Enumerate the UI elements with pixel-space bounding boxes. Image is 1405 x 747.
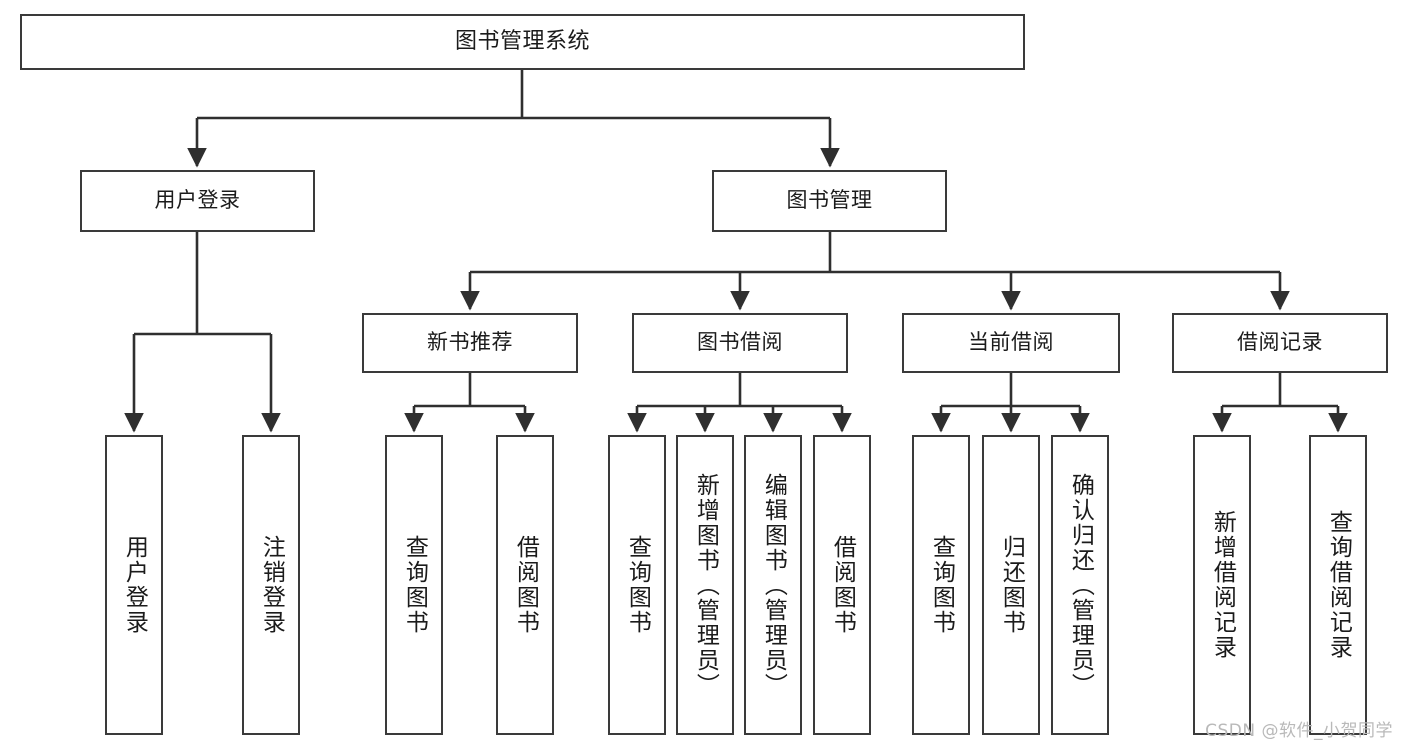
node-book-manage[interactable]: 图书管理: [712, 170, 947, 232]
node-leaf-query-book-3-label: 查询图书: [928, 535, 955, 635]
node-leaf-borrow-book-2[interactable]: 借阅图书: [813, 435, 871, 735]
node-root-label: 图书管理系统: [454, 28, 590, 54]
watermark: CSDN @软件_小贺同学: [1205, 721, 1393, 741]
node-current-borrow-label: 当前借阅: [968, 330, 1054, 355]
node-leaf-query-record[interactable]: 查询借阅记录: [1309, 435, 1367, 735]
node-user-login-label: 用户登录: [154, 188, 241, 213]
node-leaf-user-login-label: 用户登录: [121, 535, 148, 635]
node-book-borrow-label: 图书借阅: [697, 330, 783, 355]
node-leaf-return-book[interactable]: 归还图书: [982, 435, 1040, 735]
node-leaf-add-book[interactable]: 新增图书（管理员）: [676, 435, 734, 735]
node-book-borrow[interactable]: 图书借阅: [632, 313, 848, 373]
node-leaf-user-logout-label: 注销登录: [258, 535, 285, 635]
node-leaf-borrow-book-1[interactable]: 借阅图书: [496, 435, 554, 735]
node-leaf-user-login[interactable]: 用户登录: [105, 435, 163, 735]
node-leaf-borrow-book-2-label: 借阅图书: [829, 535, 856, 635]
node-leaf-query-book-1[interactable]: 查询图书: [385, 435, 443, 735]
node-leaf-confirm-return[interactable]: 确认归还（管理员）: [1051, 435, 1109, 735]
node-leaf-edit-book[interactable]: 编辑图书（管理员）: [744, 435, 802, 735]
node-leaf-edit-book-label: 编辑图书（管理员）: [760, 472, 787, 698]
node-leaf-query-book-1-label: 查询图书: [401, 535, 428, 635]
node-book-manage-label: 图书管理: [786, 188, 873, 213]
node-root[interactable]: 图书管理系统: [20, 14, 1025, 70]
node-leaf-return-book-label: 归还图书: [998, 535, 1025, 635]
node-leaf-query-book-3[interactable]: 查询图书: [912, 435, 970, 735]
node-leaf-query-book-2-label: 查询图书: [624, 535, 651, 635]
node-leaf-query-record-label: 查询借阅记录: [1325, 510, 1352, 660]
node-leaf-add-record-label: 新增借阅记录: [1209, 510, 1236, 660]
node-leaf-borrow-book-1-label: 借阅图书: [512, 535, 539, 635]
node-leaf-query-book-2[interactable]: 查询图书: [608, 435, 666, 735]
node-current-borrow[interactable]: 当前借阅: [902, 313, 1120, 373]
node-borrow-record-label: 借阅记录: [1237, 330, 1323, 355]
node-leaf-user-logout[interactable]: 注销登录: [242, 435, 300, 735]
node-new-book-recommend-label: 新书推荐: [427, 330, 513, 355]
node-new-book-recommend[interactable]: 新书推荐: [362, 313, 578, 373]
node-borrow-record[interactable]: 借阅记录: [1172, 313, 1388, 373]
node-leaf-add-record[interactable]: 新增借阅记录: [1193, 435, 1251, 735]
node-user-login[interactable]: 用户登录: [80, 170, 315, 232]
node-leaf-add-book-label: 新增图书（管理员）: [692, 472, 719, 698]
node-leaf-confirm-return-label: 确认归还（管理员）: [1067, 472, 1094, 698]
